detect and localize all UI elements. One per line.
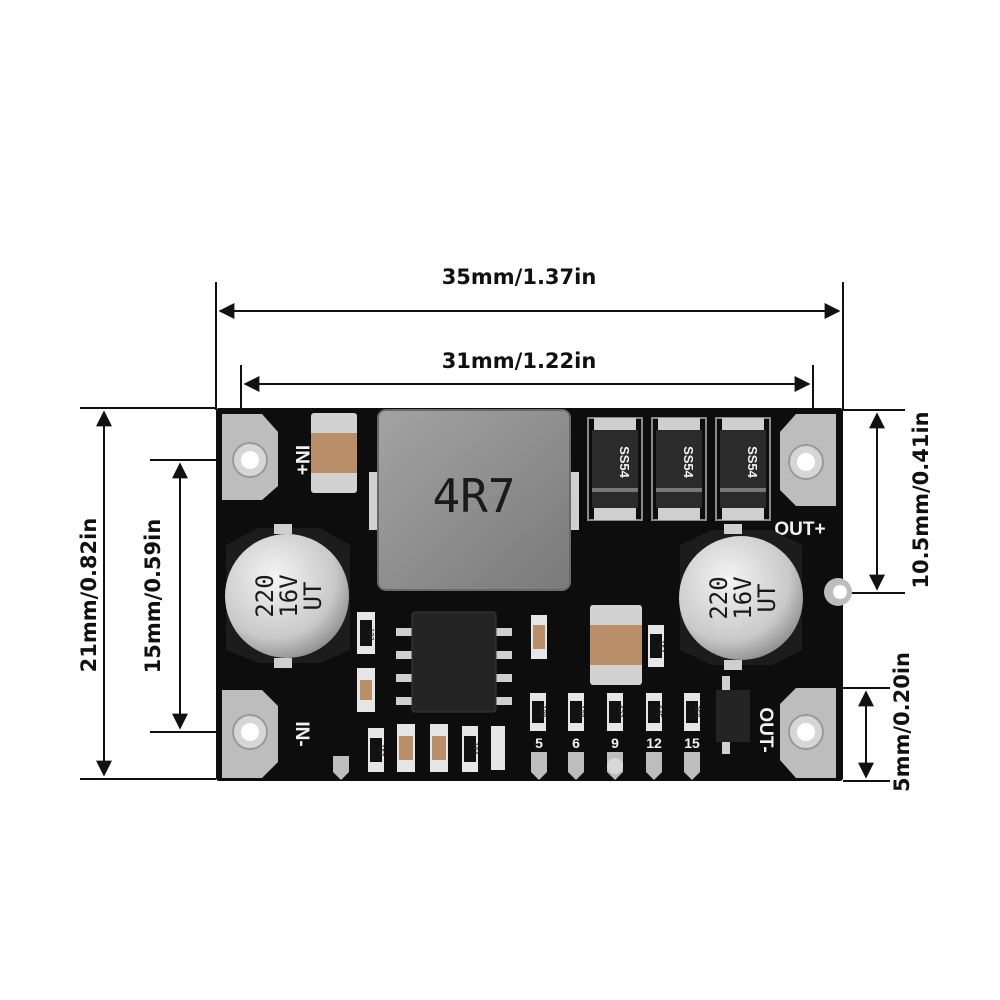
diode-2: SS54	[651, 417, 707, 521]
output-ceramic-capacitor	[590, 605, 642, 685]
cap-left-line1: 220	[251, 574, 279, 617]
label-hole-spacing-width: 31mm/1.22in	[442, 349, 597, 373]
silk-out-minus: OUT-	[755, 707, 776, 752]
pad-out-minus	[780, 688, 836, 778]
input-ceramic-capacitor	[311, 413, 357, 493]
label-right-lower: 5mm/0.20in	[890, 652, 914, 792]
code-3e9: 3E9	[693, 705, 701, 718]
diode-1-marking: SS54	[617, 446, 632, 479]
diode-3: SS54	[715, 417, 771, 521]
silk-in-minus: IN-	[291, 721, 312, 746]
code-100: 100	[577, 705, 585, 718]
smd-components: 103 154 153 104 10D 100	[357, 612, 750, 772]
code-623: 623	[616, 705, 624, 718]
cap-right-line2: 16V	[729, 576, 757, 619]
code-153: 153	[377, 744, 385, 757]
label-hole-spacing-height: 15mm/0.59in	[141, 519, 165, 674]
silk-in-plus: IN+	[291, 445, 312, 475]
cap-right-line3: UT	[753, 584, 781, 613]
controller-ic	[396, 611, 512, 713]
code-10d: 10D	[539, 705, 547, 718]
silk-out-plus: OUT+	[774, 519, 825, 540]
inductor: 4R7	[369, 409, 579, 591]
inductor-marking: 4R7	[432, 469, 515, 523]
code-104: 104	[471, 742, 479, 755]
label-overall-height: 21mm/0.82in	[77, 518, 101, 673]
voltage-pad-5: 5	[535, 735, 543, 751]
label-right-upper: 10.5mm/0.41in	[909, 411, 933, 588]
diode-1: SS54	[587, 417, 643, 521]
voltage-pad-15: 15	[684, 735, 700, 751]
voltage-selector-pads	[333, 752, 700, 780]
voltage-pad-12: 12	[646, 735, 662, 751]
code-103: 103	[367, 628, 375, 641]
cap-right-line1: 220	[705, 576, 733, 619]
pcb-board: IN+ IN- OUT+ OUT- 4R7 SS54	[216, 408, 852, 781]
pad-in-plus	[222, 414, 278, 500]
diode-3-marking: SS54	[745, 446, 760, 479]
voltage-pad-9: 9	[611, 735, 619, 751]
pad-out-plus	[780, 414, 836, 506]
electrolytic-capacitor-right: 220 16V UT	[679, 524, 803, 670]
cap-left-line2: 16V	[275, 574, 303, 617]
electrolytic-capacitor-left: 220 16V UT	[225, 524, 350, 668]
code-64e: 64E	[655, 705, 663, 718]
code-154: 154	[657, 640, 665, 653]
pad-in-minus	[222, 690, 278, 778]
diode-2-marking: SS54	[681, 446, 696, 479]
voltage-pad-6: 6	[572, 735, 580, 751]
label-overall-width: 35mm/1.37in	[442, 265, 597, 289]
cap-left-line3: UT	[299, 582, 327, 611]
dimension-lines	[80, 282, 905, 782]
